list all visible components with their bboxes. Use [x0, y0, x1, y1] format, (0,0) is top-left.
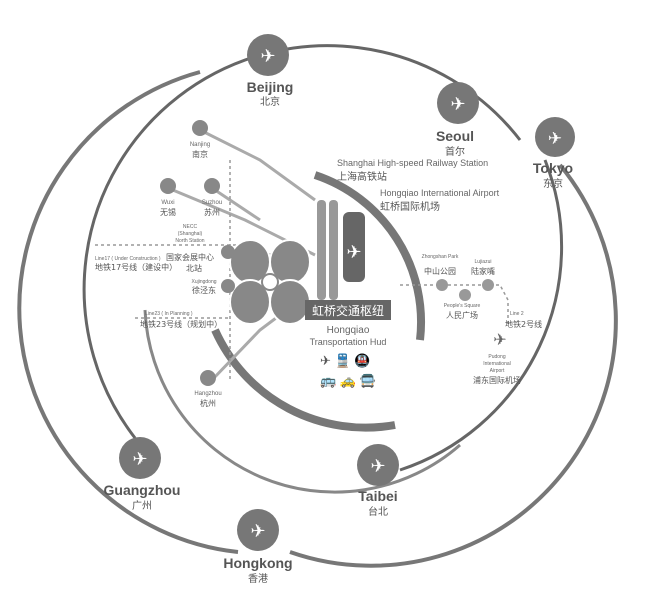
city-hongkong-en: Hongkong	[223, 555, 292, 571]
airport-label-en: Hongqiao International Airport	[380, 188, 500, 198]
line17-en: Line17 ( Under Construction )	[95, 256, 161, 262]
line2-en: Line 2	[510, 311, 524, 317]
station-wuxi-cn: 无锡	[160, 208, 176, 217]
city-tokyo-en: Tokyo	[533, 160, 573, 176]
necc-cn2: 北站	[186, 263, 202, 273]
pudong-en3: Airport	[490, 368, 505, 374]
station-nanjing-en: Nanjing	[190, 142, 210, 148]
metro-lujiazui-cn: 陆家嘴	[471, 266, 495, 276]
hub-arc	[313, 171, 426, 341]
metro-lujiazui-en: Lujiazui	[475, 259, 492, 265]
inner-ring	[143, 309, 461, 494]
city-hongkong: ✈ Hongkong 香港	[223, 509, 293, 585]
city-beijing-cn: 北京	[260, 95, 280, 108]
station-suzhou-cn: 苏州	[204, 207, 220, 217]
middle-ring	[82, 44, 522, 439]
metro-peoples-cn: 人民广场	[446, 310, 478, 320]
metro-lujiazui: Lujiazui 陆家嘴	[471, 259, 495, 291]
necc-station-icon	[221, 245, 235, 259]
line2-cn: 地铁2号线	[505, 319, 542, 329]
city-guangzhou-cn: 广州	[132, 500, 152, 512]
plane-icon: ✈	[370, 456, 385, 476]
airport-label-cn: 虹桥国际机场	[380, 200, 440, 213]
pudong-plane-icon: ✈	[493, 332, 506, 349]
transport-icons-row1: ✈ 🚆 🚇	[320, 353, 371, 368]
city-seoul-cn: 首尔	[445, 145, 465, 158]
pudong-en1: Pudong	[488, 354, 505, 360]
pudong-en2: International	[483, 361, 511, 367]
plane-icon: ✈	[548, 129, 562, 148]
city-beijing: ✈ Beijing 北京	[247, 34, 294, 108]
metro-zhongshan-cn: 中山公园	[424, 266, 456, 276]
airport-terminal-icon: ✈	[346, 242, 361, 262]
city-taibei-en: Taibei	[358, 488, 397, 504]
station-nanjing: Nanjing 南京	[190, 120, 210, 159]
outer-ring-right	[289, 163, 618, 568]
city-guangzhou: ✈ Guangzhou 广州	[104, 437, 181, 512]
metro-peoples-en: People's Square	[444, 303, 481, 309]
necc-en1: NECC	[183, 224, 198, 230]
city-beijing-en: Beijing	[247, 79, 294, 95]
hsr-label-cn: 上海高铁站	[337, 170, 387, 183]
necc-cn1: 国家会展中心	[166, 252, 214, 262]
city-seoul: ✈ Seoul 首尔	[436, 82, 479, 158]
plane-icon: ✈	[250, 521, 265, 541]
line23-en: Line23 ( In Planning )	[145, 311, 193, 317]
city-tokyo: ✈ Tokyo 东京	[533, 117, 575, 190]
hsr-track-2	[329, 200, 338, 300]
xujingdong-cn: 徐泾东	[192, 285, 216, 295]
line23-cn: 地铁23号线（规划中）	[140, 319, 222, 329]
xujingdong-station-icon	[221, 279, 235, 293]
city-tokyo-cn: 东京	[543, 177, 563, 190]
metro-zhongshan: Zhongshan Park 中山公园	[422, 254, 459, 291]
hub-arc-lower	[211, 328, 396, 432]
station-wuxi-en: Wuxi	[161, 200, 174, 206]
line17-cn: 地铁17号线（建设中）	[95, 262, 177, 272]
city-seoul-en: Seoul	[436, 128, 474, 144]
station-hangzhou-en: Hangzhou	[194, 391, 221, 397]
middle-ring-right	[399, 159, 564, 472]
necc-en2: (Shanghai)	[178, 231, 203, 237]
station-hangzhou-cn: 杭州	[200, 398, 216, 408]
xujingdong-en: Xujingdong	[191, 279, 216, 285]
hsr-track-1	[317, 200, 326, 300]
hub-label-en1: Hongqiao	[327, 325, 370, 336]
plane-icon: ✈	[260, 46, 275, 66]
station-hangzhou: Hangzhou 杭州	[194, 370, 222, 408]
hsr-label-en: Shanghai High-speed Railway Station	[337, 158, 488, 168]
hub-label-bg	[305, 300, 391, 320]
metro-peoples-square: People's Square 人民广场	[444, 289, 481, 320]
station-wuxi: Wuxi 无锡	[160, 178, 176, 217]
metro-zhongshan-en: Zhongshan Park	[422, 254, 459, 260]
hub-label-en2: Transportation Hud	[310, 337, 387, 347]
city-guangzhou-en: Guangzhou	[104, 482, 181, 498]
necc-en3: North Station	[175, 238, 204, 244]
station-nanjing-cn: 南京	[192, 149, 208, 159]
city-taibei-cn: 台北	[368, 505, 388, 518]
pudong-cn: 浦东国际机场	[473, 375, 521, 385]
plane-icon: ✈	[132, 449, 147, 469]
city-taibei: ✈ Taibei 台北	[357, 444, 399, 518]
station-suzhou: Suzhou 苏州	[202, 178, 222, 217]
airport-terminal	[343, 212, 365, 282]
hub-label-cn: 虹桥交通枢纽	[312, 303, 384, 318]
station-suzhou-en: Suzhou	[202, 200, 222, 206]
outer-ring-left	[17, 70, 239, 554]
plane-icon: ✈	[450, 94, 465, 114]
city-hongkong-cn: 香港	[248, 573, 268, 585]
transport-icons-row2: 🚌 🚕 🚍	[320, 373, 376, 388]
clover-logo	[229, 239, 311, 325]
